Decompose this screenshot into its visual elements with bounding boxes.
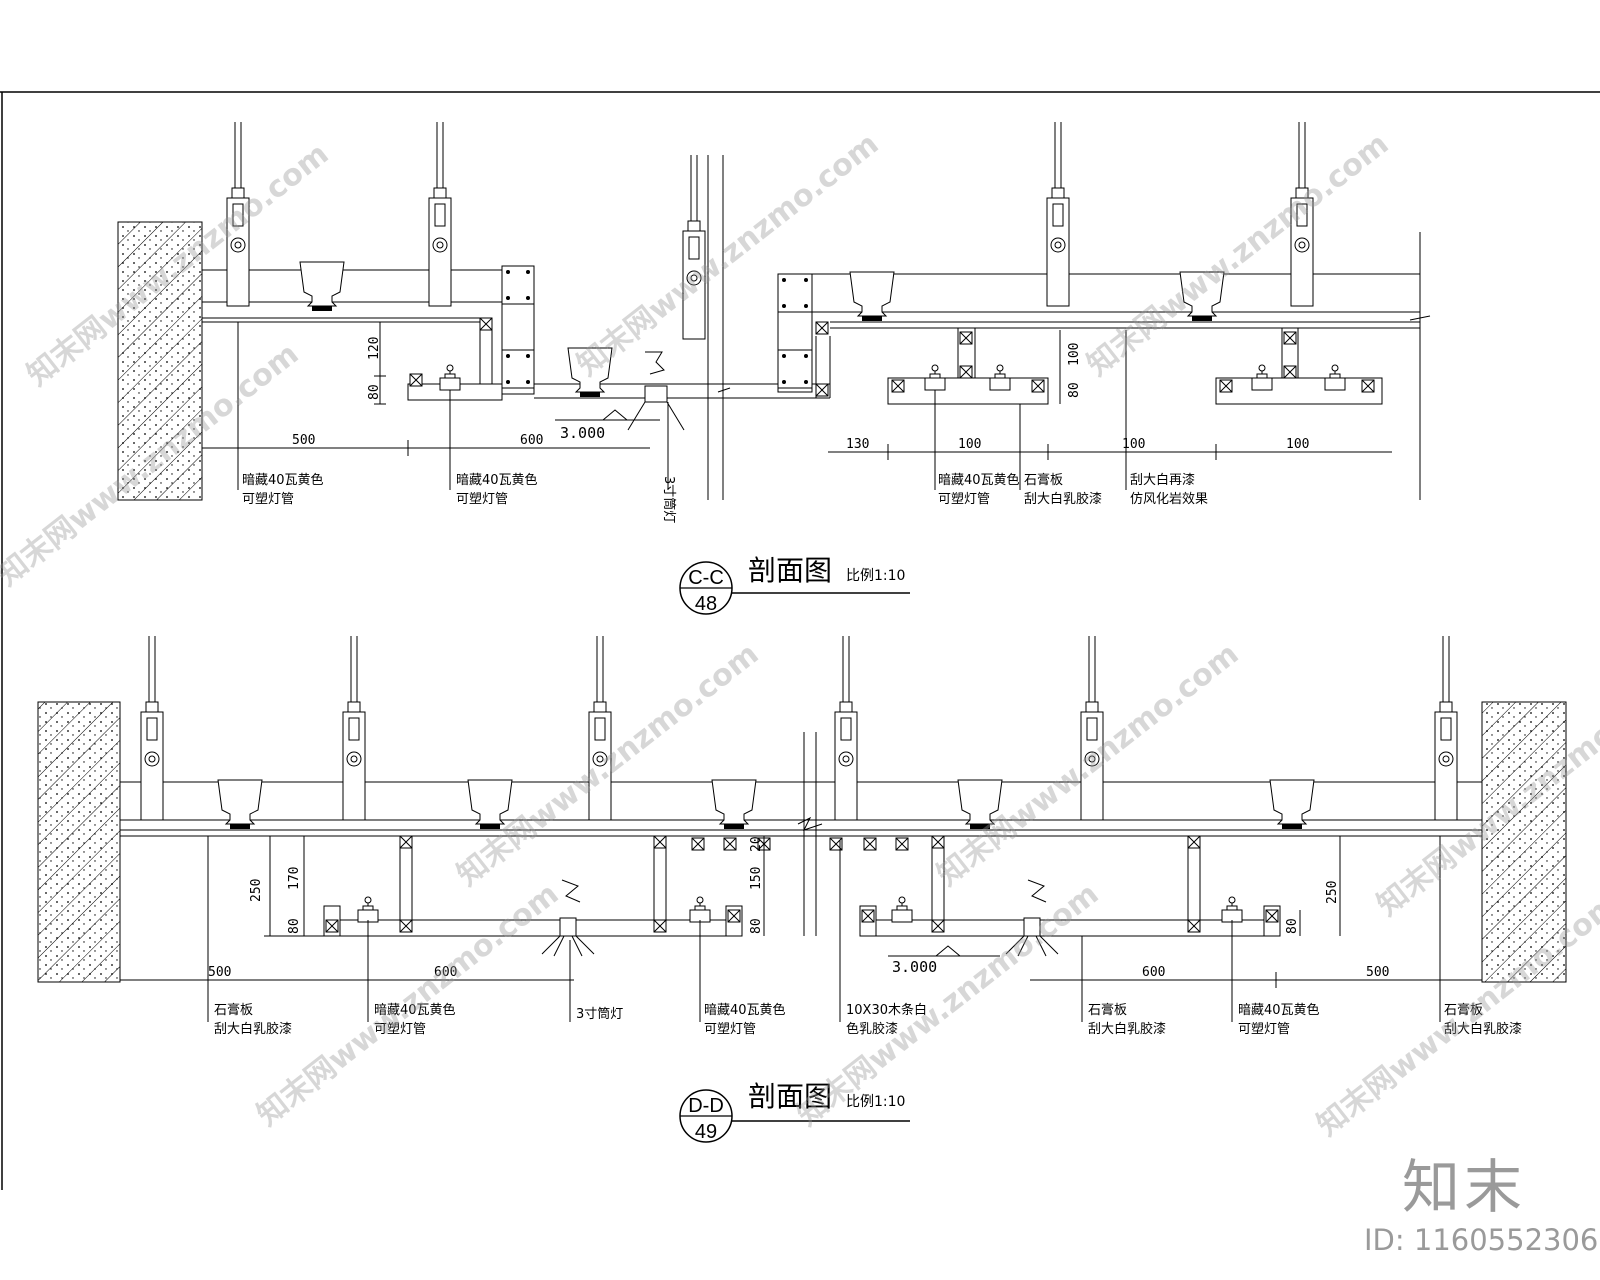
dd-label-gyp3-b: 刮大白乳胶漆 — [1444, 1021, 1522, 1037]
image-id: ID: 1160552306 — [1364, 1223, 1599, 1257]
cc-label-lamp3-a: 暗藏40瓦黄色 — [938, 472, 1020, 488]
cc-label-paint-a: 刮大白再漆 — [1130, 472, 1195, 488]
dd-symbol-top: D-D — [688, 1095, 724, 1117]
dd-dim-80-mid: 80 — [749, 918, 764, 934]
dd-label-wood-a: 10X30木条白 — [846, 1002, 927, 1018]
dd-dim-80-left: 80 — [287, 918, 302, 934]
cc-symbol-top: C-C — [688, 567, 724, 589]
cc-dim-80-v: 80 — [1067, 382, 1082, 398]
brand-logo: 知末 — [1402, 1153, 1527, 1221]
cc-scale: 比例1:10 — [846, 568, 905, 584]
cc-symbol-bottom: 48 — [695, 593, 717, 615]
dd-label-gyp1-b: 刮大白乳胶漆 — [214, 1021, 292, 1037]
dd-dim-20: 20 — [749, 836, 764, 852]
cc-dim-100b: 100 — [1122, 437, 1145, 452]
dd-dim-600-right: 600 — [1142, 965, 1165, 980]
dd-scale: 比例1:10 — [846, 1094, 905, 1110]
dd-dim-150: 150 — [749, 867, 764, 890]
dd-label-lamp3-a: 暗藏40瓦黄色 — [1238, 1002, 1320, 1018]
dd-label-gyp3-a: 石膏板 — [1444, 1002, 1483, 1018]
dd-dim-170: 170 — [287, 867, 302, 890]
cc-dim-500: 500 — [292, 433, 315, 448]
cc-label-lamp1-a: 暗藏40瓦黄色 — [242, 472, 324, 488]
cc-dim-600: 600 — [520, 433, 543, 448]
dd-title: 剖面图 — [748, 1080, 832, 1113]
cc-label-gyp-a: 石膏板 — [1024, 472, 1063, 488]
cc-label-gyp-b: 刮大白乳胶漆 — [1024, 491, 1102, 507]
cc-level: 3.000 — [560, 424, 605, 442]
cc-dim-100c: 100 — [1286, 437, 1309, 452]
cc-dim-100a: 100 — [958, 437, 981, 452]
dd-label-lamp1-a: 暗藏40瓦黄色 — [374, 1002, 456, 1018]
dd-level: 3.000 — [892, 958, 937, 976]
cc-dim-130: 130 — [846, 437, 869, 452]
cc-label-lamp2-a: 暗藏40瓦黄色 — [456, 472, 538, 488]
cc-title: 剖面图 — [748, 554, 832, 587]
dd-label-gyp2-b: 刮大白乳胶漆 — [1088, 1021, 1166, 1037]
section-cc: 120 80 500 600 100 80 130 100 100 100 3.… — [117, 121, 1431, 615]
cc-dim-120: 120 — [367, 337, 382, 360]
cc-label-spot: 3寸筒灯 — [661, 476, 677, 523]
cc-label-lamp3-b: 可塑灯管 — [938, 492, 990, 507]
cc-label-lamp2-b: 可塑灯管 — [456, 492, 508, 507]
dd-dim-500-right: 500 — [1366, 965, 1389, 980]
dd-dim-80-right: 80 — [1285, 918, 1300, 934]
dd-symbol-bottom: 49 — [695, 1121, 717, 1143]
dd-label-spot: 3寸筒灯 — [576, 1006, 623, 1022]
cc-dim-80: 80 — [367, 384, 382, 400]
section-dd: 250 170 80 500 600 150 80 20 250 80 600 … — [37, 635, 1567, 1143]
dd-dim-250-left: 250 — [249, 879, 264, 902]
dd-label-gyp1-a: 石膏板 — [214, 1002, 253, 1018]
cc-label-lamp1-b: 可塑灯管 — [242, 492, 294, 507]
cc-dim-100-v: 100 — [1067, 343, 1082, 366]
dd-label-lamp1-b: 可塑灯管 — [374, 1022, 426, 1037]
dd-dim-600-left: 600 — [434, 965, 457, 980]
dd-label-lamp2-a: 暗藏40瓦黄色 — [704, 1002, 786, 1018]
cc-label-paint-b: 仿风化岩效果 — [1130, 492, 1208, 507]
dd-label-lamp3-b: 可塑灯管 — [1238, 1022, 1290, 1037]
dd-dim-250-right: 250 — [1325, 881, 1340, 904]
dd-label-lamp2-b: 可塑灯管 — [704, 1022, 756, 1037]
dd-label-gyp2-a: 石膏板 — [1088, 1002, 1127, 1018]
dd-label-wood-b: 色乳胶漆 — [846, 1021, 898, 1037]
dd-dim-500-left: 500 — [208, 965, 231, 980]
